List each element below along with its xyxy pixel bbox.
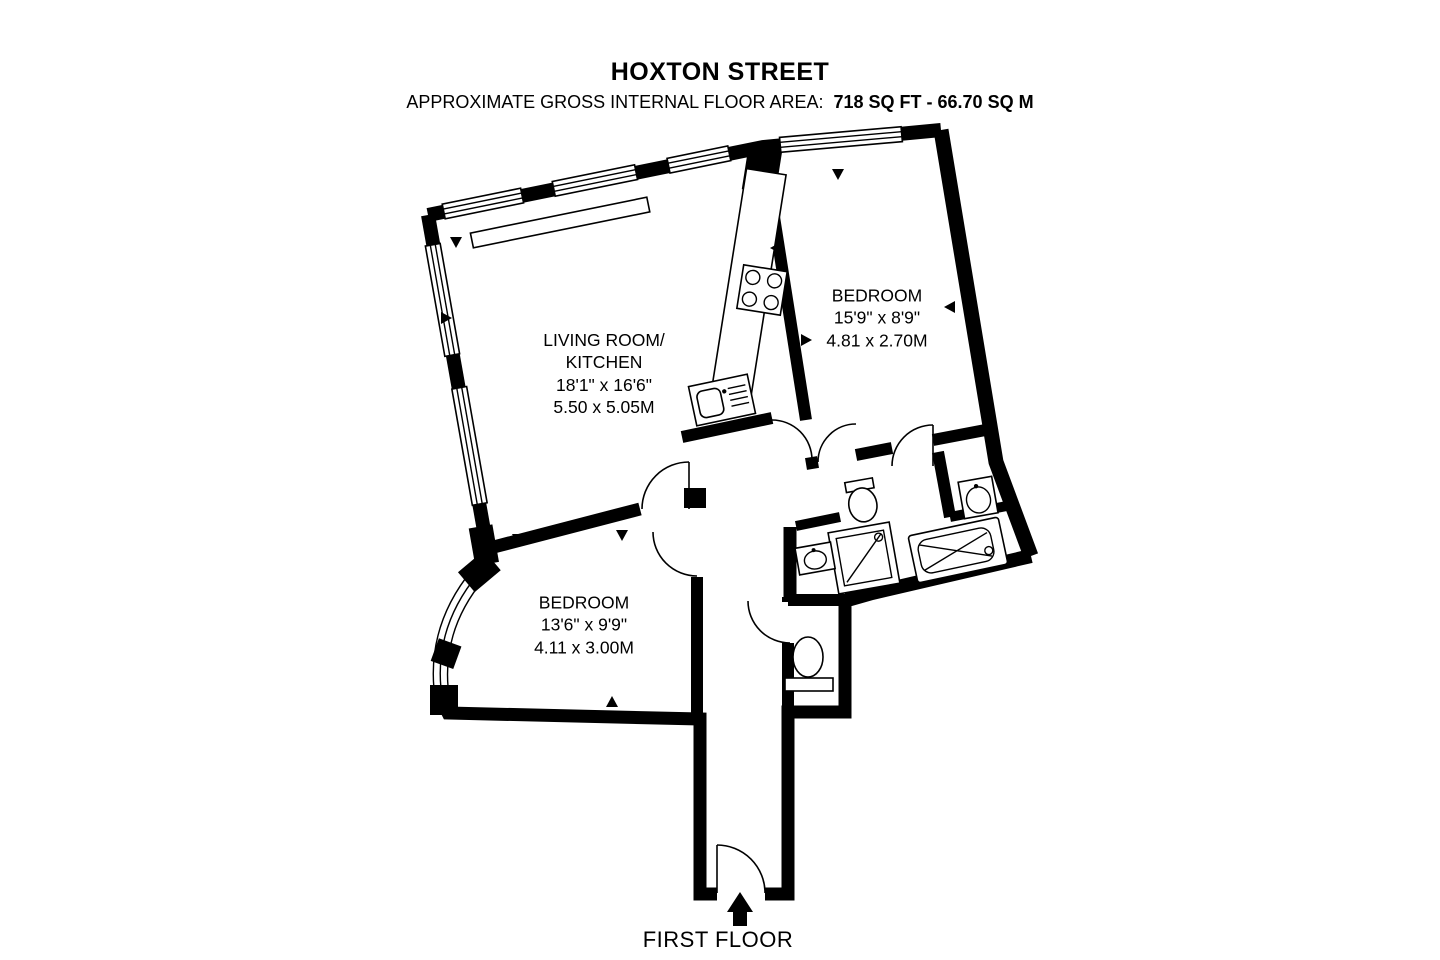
window-top-2 xyxy=(551,163,639,198)
wall-bath-divider-1 xyxy=(932,450,956,519)
bedroom2-dims-imperial: 13'6" x 9'9" xyxy=(540,614,628,635)
floor-area-label: APPROXIMATE GROSS INTERNAL FLOOR AREA: xyxy=(406,92,824,112)
bedroom1-name: BEDROOM xyxy=(831,285,923,306)
bedroom1-dims-metric: 4.81 x 2.70M xyxy=(826,330,928,351)
living-room-name-2: KITCHEN xyxy=(565,352,643,373)
wall-ticks xyxy=(441,169,955,707)
small-basin-icon xyxy=(794,541,837,576)
wall-basin-niche xyxy=(794,512,842,531)
floor-area-line: APPROXIMATE GROSS INTERNAL FLOOR AREA: 7… xyxy=(0,92,1440,113)
window-top-1 xyxy=(441,187,525,220)
wall-corridor-left-bed2-bottom xyxy=(434,694,717,901)
hob-icon xyxy=(735,263,789,317)
living-room-label: LIVING ROOM/ KITCHEN 18'1" x 16'6" 5.50 … xyxy=(543,329,665,419)
shower-icon xyxy=(827,521,901,595)
basin-icon xyxy=(957,475,999,520)
door-entrance xyxy=(716,844,766,894)
living-room-dims-imperial: 18'1" x 16'6" xyxy=(556,375,652,395)
floor-area-value: 718 SQ FT - 66.70 SQ M xyxy=(833,92,1034,112)
door-wc xyxy=(747,600,791,644)
door-bedroom1 xyxy=(891,424,934,467)
window-left-1 xyxy=(424,242,461,358)
door-living xyxy=(641,461,690,510)
bedroom1-label: BEDROOM 15'9" x 8'9" 4.81 x 2.70M xyxy=(826,284,927,351)
window-left-2 xyxy=(450,385,489,507)
doors xyxy=(641,419,934,894)
wall-right xyxy=(933,128,1039,559)
door-bedroom2 xyxy=(652,531,698,577)
wc-toilet-icon xyxy=(784,636,834,692)
window-bay-bedroom2 xyxy=(430,524,501,715)
exterior-walls xyxy=(421,123,1039,901)
living-room-dims-metric: 5.50 x 5.05M xyxy=(553,397,655,418)
wall-living-bed2 xyxy=(484,502,642,556)
bedroom2-dims-metric: 4.11 x 3.00M xyxy=(534,637,634,658)
bedroom2-name: BEDROOM xyxy=(538,592,630,613)
floor-name-label: FIRST FLOOR xyxy=(642,927,794,952)
living-room-name-1: LIVING ROOM/ xyxy=(543,330,665,351)
bathtub-icon xyxy=(907,516,1009,584)
windows xyxy=(424,125,904,715)
radiator xyxy=(469,196,651,249)
kitchen-sink-icon xyxy=(687,373,757,427)
bedroom1-dims-imperial: 15'9" x 8'9" xyxy=(833,307,921,328)
door-bathroom xyxy=(817,423,857,463)
bay-corner-block xyxy=(468,524,499,566)
toilet-icon xyxy=(843,476,878,523)
bathroom-fixtures xyxy=(784,475,1009,692)
door-kitchen xyxy=(771,419,813,461)
page-title: HOXTON STREET xyxy=(610,58,830,86)
window-bedroom1 xyxy=(778,125,904,154)
bay-chunk-mid xyxy=(430,638,462,670)
entrance-arrow-icon xyxy=(727,892,753,926)
wall-bed1-bath xyxy=(805,422,998,470)
kitchen-fixtures xyxy=(469,167,789,427)
bedroom2-label: BEDROOM 13'6" x 9'9" 4.11 x 3.00M xyxy=(534,591,634,658)
window-top-3 xyxy=(666,145,732,174)
wall-kitchen-hall xyxy=(680,412,774,443)
